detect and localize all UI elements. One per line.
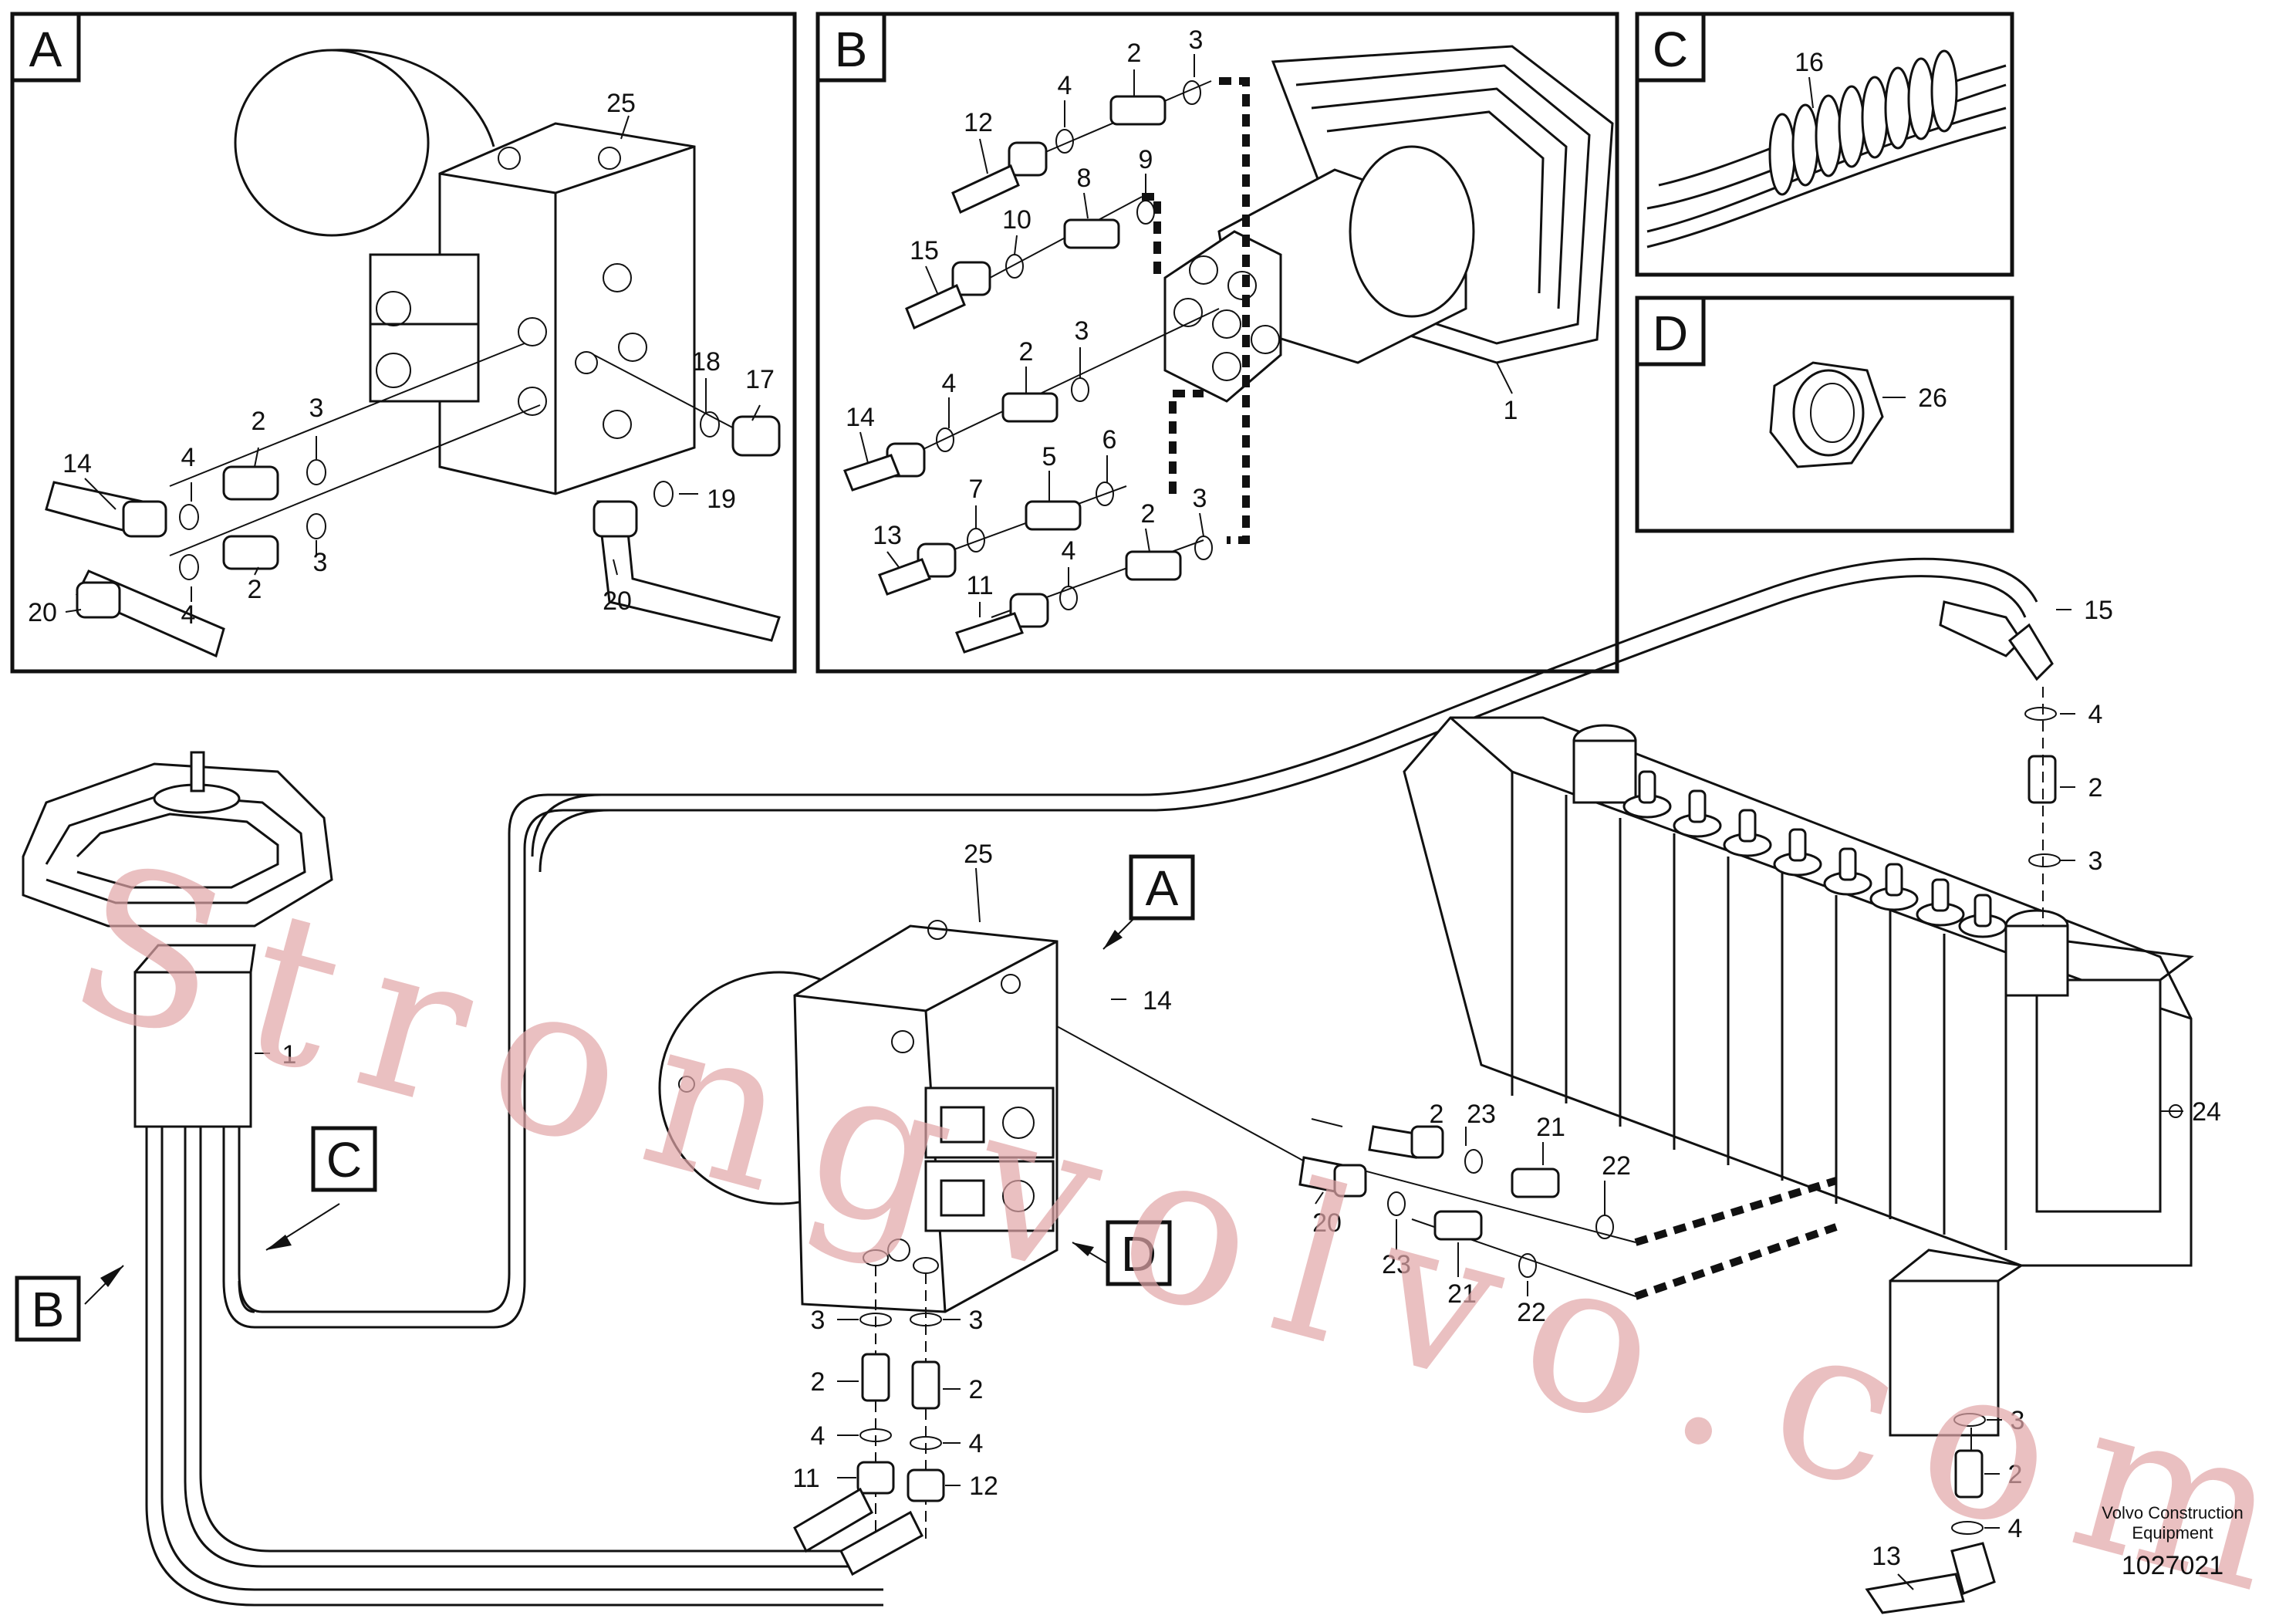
main-label: 3 [811,1306,826,1335]
inset-b-label: 2 [1127,39,1142,68]
inset-b-label: 8 [1077,164,1092,193]
main-label: 25 [964,840,993,869]
inset-b-label: 3 [1193,484,1207,513]
inset-a-label: 3 [309,394,324,423]
main-label: 23 [1467,1100,1496,1129]
inset-b-label: 4 [1062,536,1076,566]
company-line-2: Equipment [2132,1523,2213,1543]
inset-b-label: 1 [1504,396,1518,425]
inset-a-letter: A [29,22,62,77]
main-label: 22 [1517,1298,1546,1327]
inset-a-label: 4 [181,600,196,630]
callout-c: C [311,1126,377,1192]
inset-b-label: 7 [969,475,984,504]
main-label: 1 [282,1040,297,1070]
main-label: 15 [2084,596,2113,625]
inset-b-label: 2 [1019,337,1034,367]
main-label: 4 [2088,700,2103,729]
main-label: 11 [792,1464,819,1493]
inset-b-label: 14 [846,403,875,432]
callout-a: A [1129,854,1195,921]
main-label: 3 [2088,846,2103,876]
inset-a: A [10,12,797,674]
main-label: 14 [1143,986,1172,1015]
inset-b-label: 5 [1042,442,1057,471]
main-label: 4 [969,1429,984,1458]
main-label: 13 [1872,1542,1901,1571]
inset-a-label: 20 [603,586,632,616]
main-label-partial: 2 [1430,1100,1444,1129]
inset-b: B [815,12,1619,674]
inset-a-label: 3 [313,548,328,577]
inset-d-label: 26 [1918,384,1947,413]
main-label: 2 [2008,1460,2023,1489]
inset-a-label: 2 [248,575,262,604]
main-label: 4 [811,1421,826,1451]
callout-d: D [1106,1220,1172,1286]
inset-b-label: 2 [1141,499,1156,529]
inset-c-letter: C [1653,22,1688,77]
inset-a-label: 4 [181,443,196,472]
main-assembly: 15 4 2 3 25 14 1 24 23 21 22 20 23 21 22… [22,557,2221,1614]
main-label: 21 [1447,1279,1477,1309]
inset-d: D 26 [1635,296,2014,533]
main-label: 21 [1536,1113,1565,1142]
inset-a-label: 17 [745,365,775,394]
inset-b-label: 13 [873,521,902,550]
callout-b-letter: B [32,1282,65,1337]
main-label: 4 [2008,1514,2023,1543]
callout-a-letter: A [1146,860,1179,916]
main-label: 12 [969,1472,998,1501]
inset-a-label: 18 [691,347,721,377]
main-label: 2 [969,1375,984,1404]
inset-a-label: 14 [62,449,92,478]
inset-b-label: 9 [1139,145,1153,174]
callout-d-letter: D [1121,1226,1156,1282]
main-label: 23 [1382,1250,1411,1279]
inset-b-label: 4 [942,369,957,398]
drawing-number: 1027021 [2122,1551,2223,1580]
inset-d-letter: D [1653,306,1688,361]
inset-a-label: 25 [606,89,636,118]
main-label: 24 [2192,1097,2221,1127]
main-label: 2 [811,1367,826,1397]
inset-a-label: 2 [252,407,266,436]
inset-c: C 16 [1635,12,2014,277]
footer: Volvo Construction Equipment 1027021 [2102,1503,2243,1580]
inset-b-label: 3 [1075,316,1089,346]
inset-b-label: 3 [1189,25,1204,55]
inset-b-label: 10 [1002,205,1032,235]
inset-b-letter: B [835,22,868,77]
company-line-1: Volvo Construction [2102,1503,2243,1522]
inset-a-label: 20 [28,598,57,627]
main-label: 2 [2088,773,2103,803]
main-label: 22 [1602,1151,1631,1181]
inset-b-label: 11 [966,571,993,600]
main-label: 3 [2011,1406,2025,1435]
inset-b-label: 4 [1058,71,1072,100]
inset-c-label: 16 [1795,48,1824,77]
inset-b-label: 6 [1102,425,1117,454]
main-label: 3 [969,1306,984,1335]
inset-a-label: 19 [707,485,736,514]
callout-b: B [15,1276,81,1342]
callout-c-letter: C [326,1132,362,1188]
main-label: 20 [1312,1208,1342,1238]
inset-b-label: 15 [910,236,939,265]
inset-b-label: 12 [964,108,993,137]
